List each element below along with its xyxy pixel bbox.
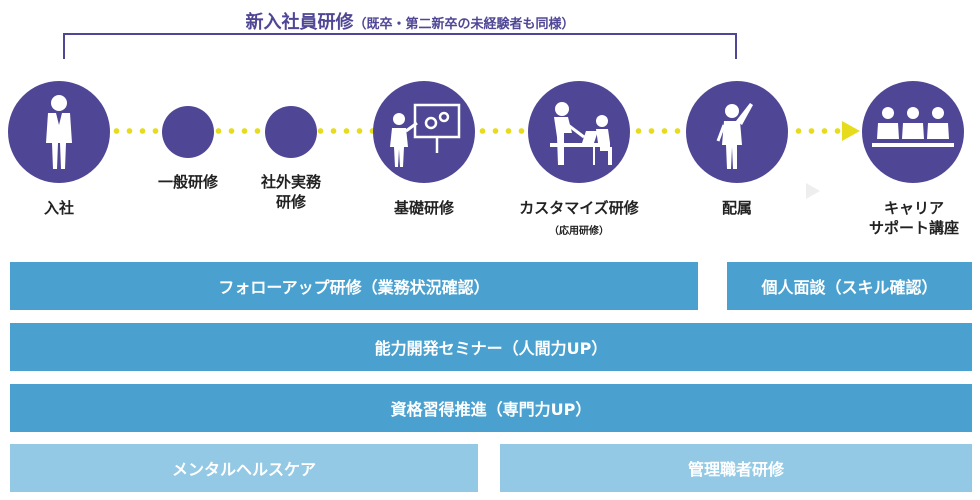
ability-seminar-bar: 能力開発セミナー（人間力UP）: [10, 323, 972, 371]
step-basic-label: 基礎研修: [393, 199, 454, 217]
connector-dots-6: [792, 128, 842, 134]
standing-person-icon: [46, 95, 72, 169]
desk-mentoring-icon: [550, 102, 612, 165]
step-external-circle: [265, 106, 317, 158]
step-career-label-line2: サポート講座: [868, 219, 959, 237]
title-note: （既卒・第二新卒の未経験者も同様）: [353, 17, 575, 32]
connector-dots-2: [212, 128, 270, 134]
followup-training-bar: フォローアップ研修（業務状況確認）: [10, 262, 698, 310]
connector-dots-3: [314, 128, 374, 134]
step-assign-label: 配属: [721, 199, 752, 217]
step-external-label-line2: 研修: [275, 193, 306, 211]
step-custom-sublabel: （応用研修）: [549, 226, 609, 237]
step-career-circle: [862, 81, 964, 183]
raised-hand-person-icon: [716, 103, 753, 169]
step-general-label: 一般研修: [157, 173, 218, 191]
step-custom-label: カスタマイズ研修: [519, 199, 639, 217]
step-custom-circle: [528, 81, 630, 183]
presentation-icon: [390, 103, 461, 167]
connector-dots-5: [632, 128, 688, 134]
step-external-label-line1: 社外実務: [260, 173, 321, 191]
new-hire-bracket: [63, 33, 737, 59]
faint-arrow-icon: [806, 183, 820, 199]
management-training-bar: 管理職者研修: [500, 444, 972, 492]
connector-dots-1: [110, 128, 168, 134]
arrow-head-icon: [842, 121, 860, 141]
mental-health-bar: メンタルヘルスケア: [10, 444, 478, 492]
step-basic-circle: [373, 81, 475, 183]
step-assign-circle: [686, 81, 788, 183]
step-join-label: 入社: [43, 199, 74, 217]
training-title: 新入社員研修（既卒・第二新卒の未経験者も同様）: [0, 8, 820, 34]
step-career-label: キャリア サポート講座: [852, 198, 976, 238]
step-external-label: 社外実務 研修: [241, 172, 341, 212]
personal-interview-bar: 個人面談（スキル確認）: [727, 262, 972, 310]
qualification-bar: 資格習得推進（専門力UP）: [10, 384, 972, 432]
title-main: 新入社員研修: [245, 12, 354, 33]
step-general-circle: [162, 106, 214, 158]
step-join-circle: [8, 81, 110, 183]
connector-dots-4: [476, 128, 528, 134]
step-career-label-line1: キャリア: [883, 199, 944, 217]
seminar-audience-icon: [872, 107, 954, 147]
